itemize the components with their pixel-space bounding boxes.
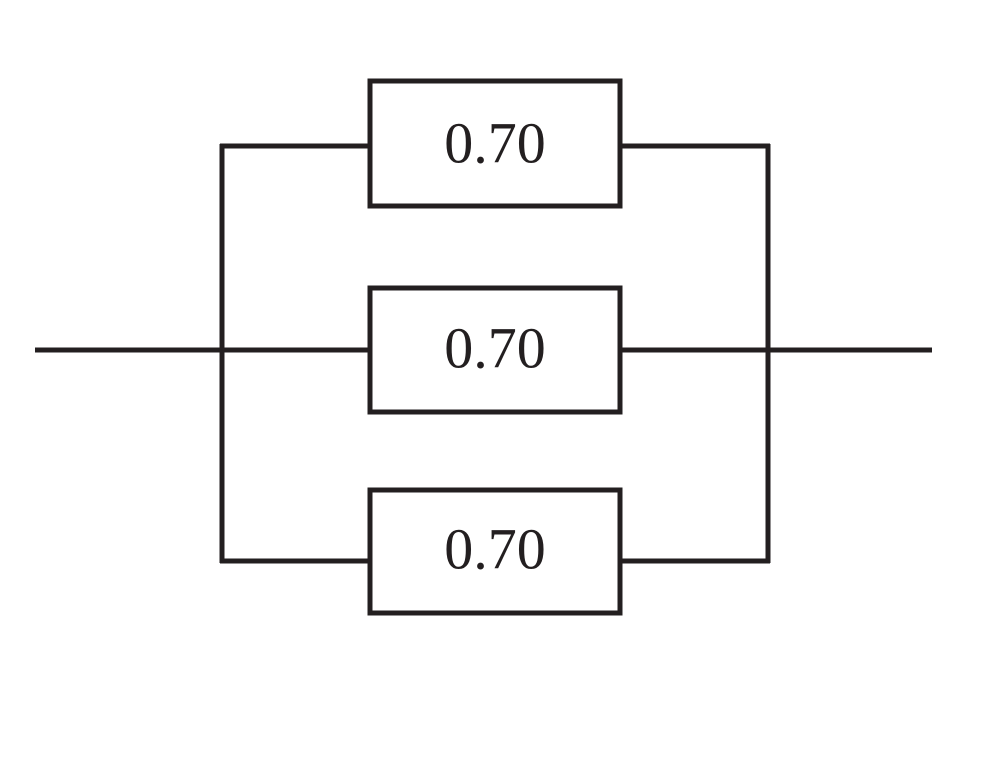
component-reliability-label: 0.70 bbox=[444, 517, 546, 582]
component-box bbox=[367, 285, 623, 415]
component-box bbox=[367, 487, 623, 616]
component-reliability-label: 0.70 bbox=[444, 316, 546, 381]
component-box bbox=[367, 78, 623, 209]
component-reliability-label: 0.70 bbox=[444, 111, 546, 176]
component-block-middle: 0.70 bbox=[367, 285, 623, 415]
component-block-top: 0.70 bbox=[367, 78, 623, 209]
component-block-bottom: 0.70 bbox=[367, 487, 623, 616]
